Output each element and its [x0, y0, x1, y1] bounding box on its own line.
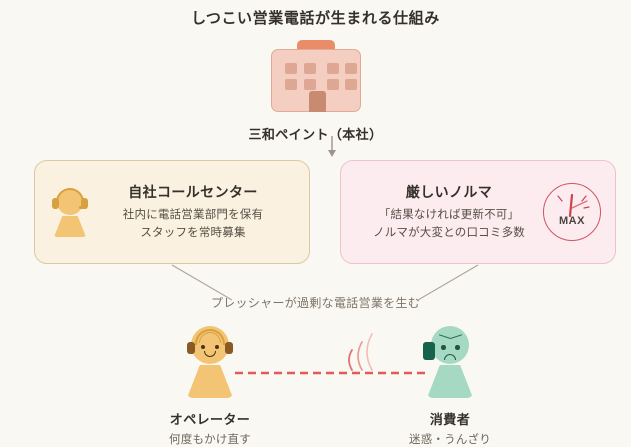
card-quota-line-2: ノルマが大変との口コミ多数	[373, 226, 525, 239]
headset-band	[56, 188, 84, 203]
consumer-frown	[444, 354, 456, 360]
building-window	[303, 79, 316, 90]
gauge-secondary-hand	[571, 200, 588, 209]
gauge-tick-left	[557, 195, 563, 202]
consumer-title: 消費者	[429, 412, 471, 427]
operator-body	[54, 216, 86, 237]
consumer-subtitle: 迷惑・うんざり	[409, 434, 491, 446]
gauge-needle-group	[557, 193, 590, 218]
phone-icon	[423, 342, 435, 360]
card-call-center-line-1: 社内に電話営業部門を保有	[122, 208, 264, 221]
card-call-center[interactable]: 自社コールセンター 社内に電話営業部門を保有 スタッフを常時募集	[34, 160, 310, 264]
card-call-center-title: 自社コールセンター	[128, 183, 258, 200]
gauge-tick-right	[581, 195, 587, 202]
building-window	[344, 79, 357, 90]
consumer-torso	[427, 365, 473, 398]
card-quota[interactable]: 厳しいノルマ 「結果なければ更新不可」 ノルマが大変との口コミ多数 MAX	[340, 160, 616, 264]
headset-earcup-left	[52, 198, 59, 209]
operator-title: オペレーター	[169, 412, 251, 427]
gauge-max-label: MAX	[559, 215, 585, 227]
figure-operator: オペレーター 何度もかけ直す	[130, 326, 290, 447]
hq-label: 三和ペイント（本社）	[248, 127, 383, 142]
operator-headset-right	[225, 342, 233, 354]
headset-earcup-right	[81, 198, 88, 209]
page-title: しつこい営業電話が生まれる仕組み	[191, 10, 440, 27]
headset-mic	[79, 206, 87, 209]
card-quota-title: 厳しいノルマ	[405, 183, 493, 200]
consumer-eye-right	[455, 345, 460, 350]
gauge-ring	[543, 183, 601, 241]
operator-eye-right	[215, 345, 219, 349]
operator-subtitle: 何度もかけ直す	[169, 434, 251, 446]
operator-torso	[187, 365, 233, 398]
gauge-tick-right2	[583, 206, 590, 209]
gauge-max-icon: MAX	[543, 183, 601, 241]
building-window	[344, 63, 357, 74]
building-window	[284, 79, 297, 90]
card-quota-line-1: 「結果なければ更新不可」	[378, 208, 520, 221]
gauge-needle	[568, 193, 574, 218]
operator-headset-left	[187, 342, 195, 354]
card-call-center-text: 自社コールセンター 社内に電話営業部門を保有 スタッフを常時募集	[91, 182, 295, 243]
building-window	[303, 63, 316, 74]
building-door	[308, 91, 326, 112]
hq-block: 三和ペイント（本社）	[0, 40, 631, 143]
card-quota-text: 厳しいノルマ 「結果なければ更新不可」 ノルマが大変との口コミ多数	[355, 182, 543, 243]
headset-operator-icon	[49, 187, 91, 237]
figure-consumer: 消費者 迷惑・うんざり	[370, 326, 530, 447]
building-window	[326, 79, 339, 90]
ringing-waves-icon	[348, 333, 373, 371]
annoyed-consumer-icon	[419, 326, 481, 398]
consumer-eye-left	[441, 345, 446, 350]
operator-eye-left	[201, 345, 205, 349]
office-building-icon	[270, 40, 361, 112]
pressure-caption: プレッシャーが過剰な電話営業を生む	[210, 296, 421, 310]
operator-person-icon	[179, 326, 241, 398]
building-window	[284, 63, 297, 74]
building-window	[326, 63, 339, 74]
card-call-center-line-2: スタッフを常時募集	[140, 226, 246, 239]
